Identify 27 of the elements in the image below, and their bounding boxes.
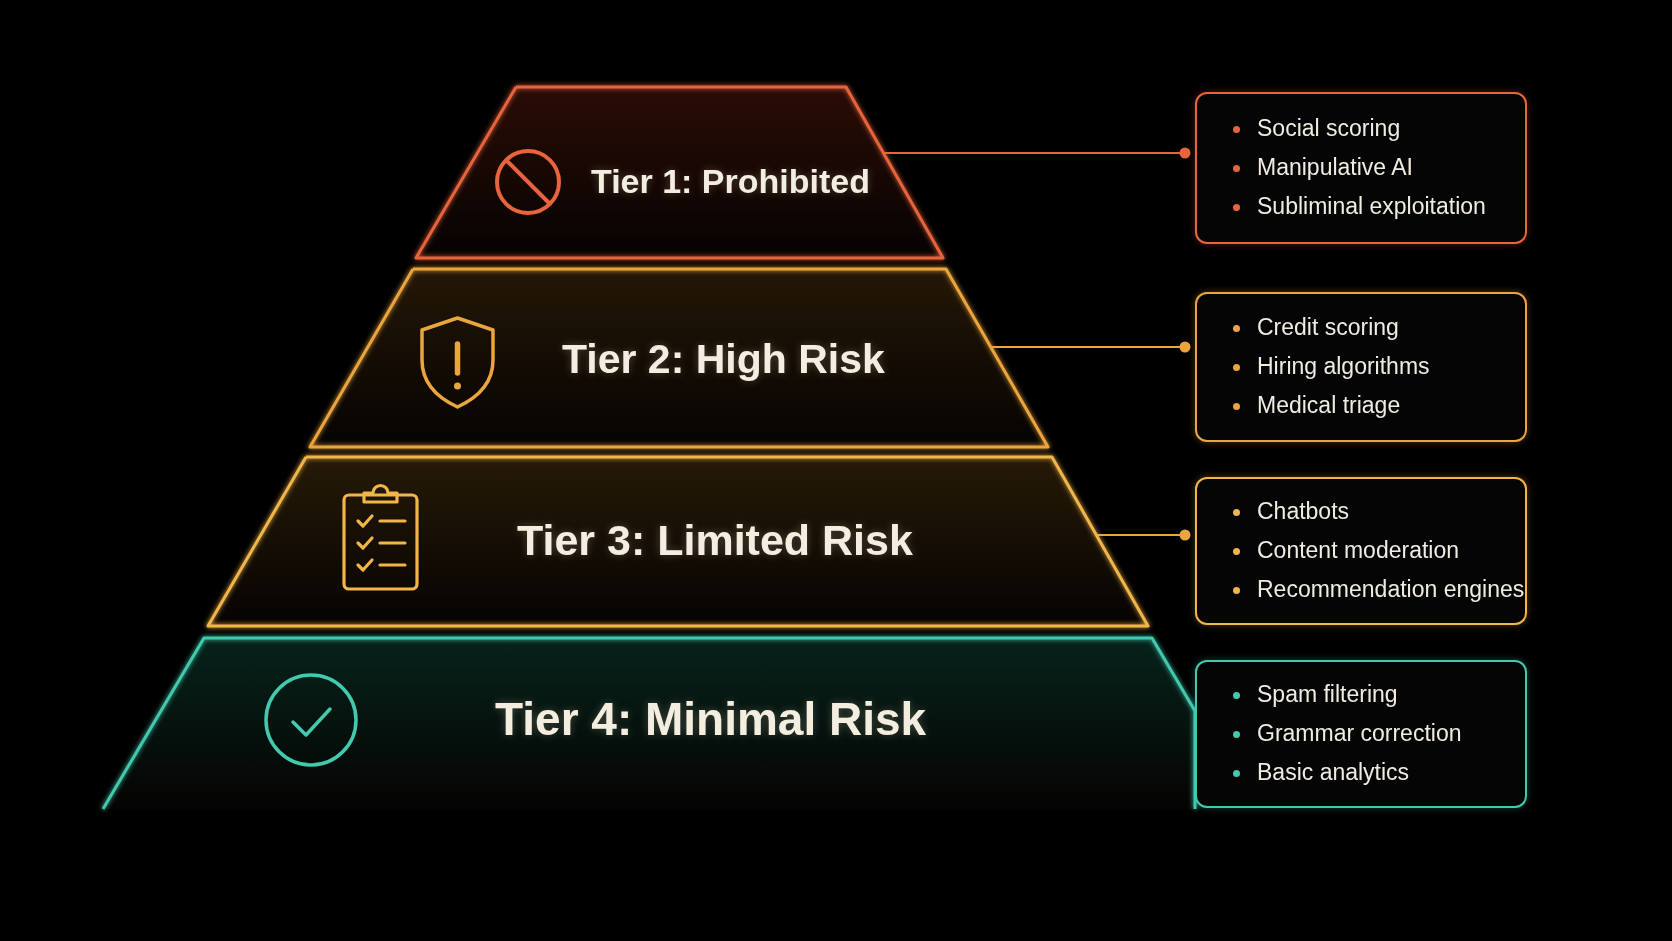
list-item: Manipulative AI	[1257, 154, 1413, 182]
pyramid-tier	[416, 87, 943, 258]
tier-title: Tier 4: Minimal Risk	[495, 694, 927, 746]
list-item: Grammar correction	[1257, 720, 1462, 748]
tier-title: Tier 3: Limited Risk	[517, 515, 913, 565]
list-item: Basic analytics	[1257, 759, 1410, 787]
list-panel	[1195, 477, 1527, 625]
connector-line	[883, 147, 1191, 159]
connector-line	[1096, 529, 1191, 541]
list-item: Content moderation	[1257, 537, 1459, 565]
pyramid-tier	[310, 269, 1048, 447]
tier-title: Tier 1: Prohibited	[591, 161, 870, 201]
list-panel	[1195, 292, 1527, 442]
pyramid-tier	[208, 457, 1148, 626]
list-item: Social scoring	[1257, 115, 1401, 143]
list-item: Hiring algorithms	[1257, 353, 1430, 381]
list-item: Spam filtering	[1257, 681, 1398, 709]
list-item: Credit scoring	[1257, 314, 1399, 342]
list-item: Medical triage	[1257, 392, 1401, 420]
connector-line	[990, 341, 1191, 353]
pyramid-tier	[103, 638, 1195, 809]
list-panel	[1195, 92, 1527, 244]
list-item: Chatbots	[1257, 498, 1350, 526]
list-panel	[1195, 660, 1527, 808]
list-item: Recommendation engines	[1257, 576, 1525, 604]
tier-title: Tier 2: High Risk	[562, 337, 885, 383]
list-item: Subliminal exploitation	[1257, 193, 1486, 221]
